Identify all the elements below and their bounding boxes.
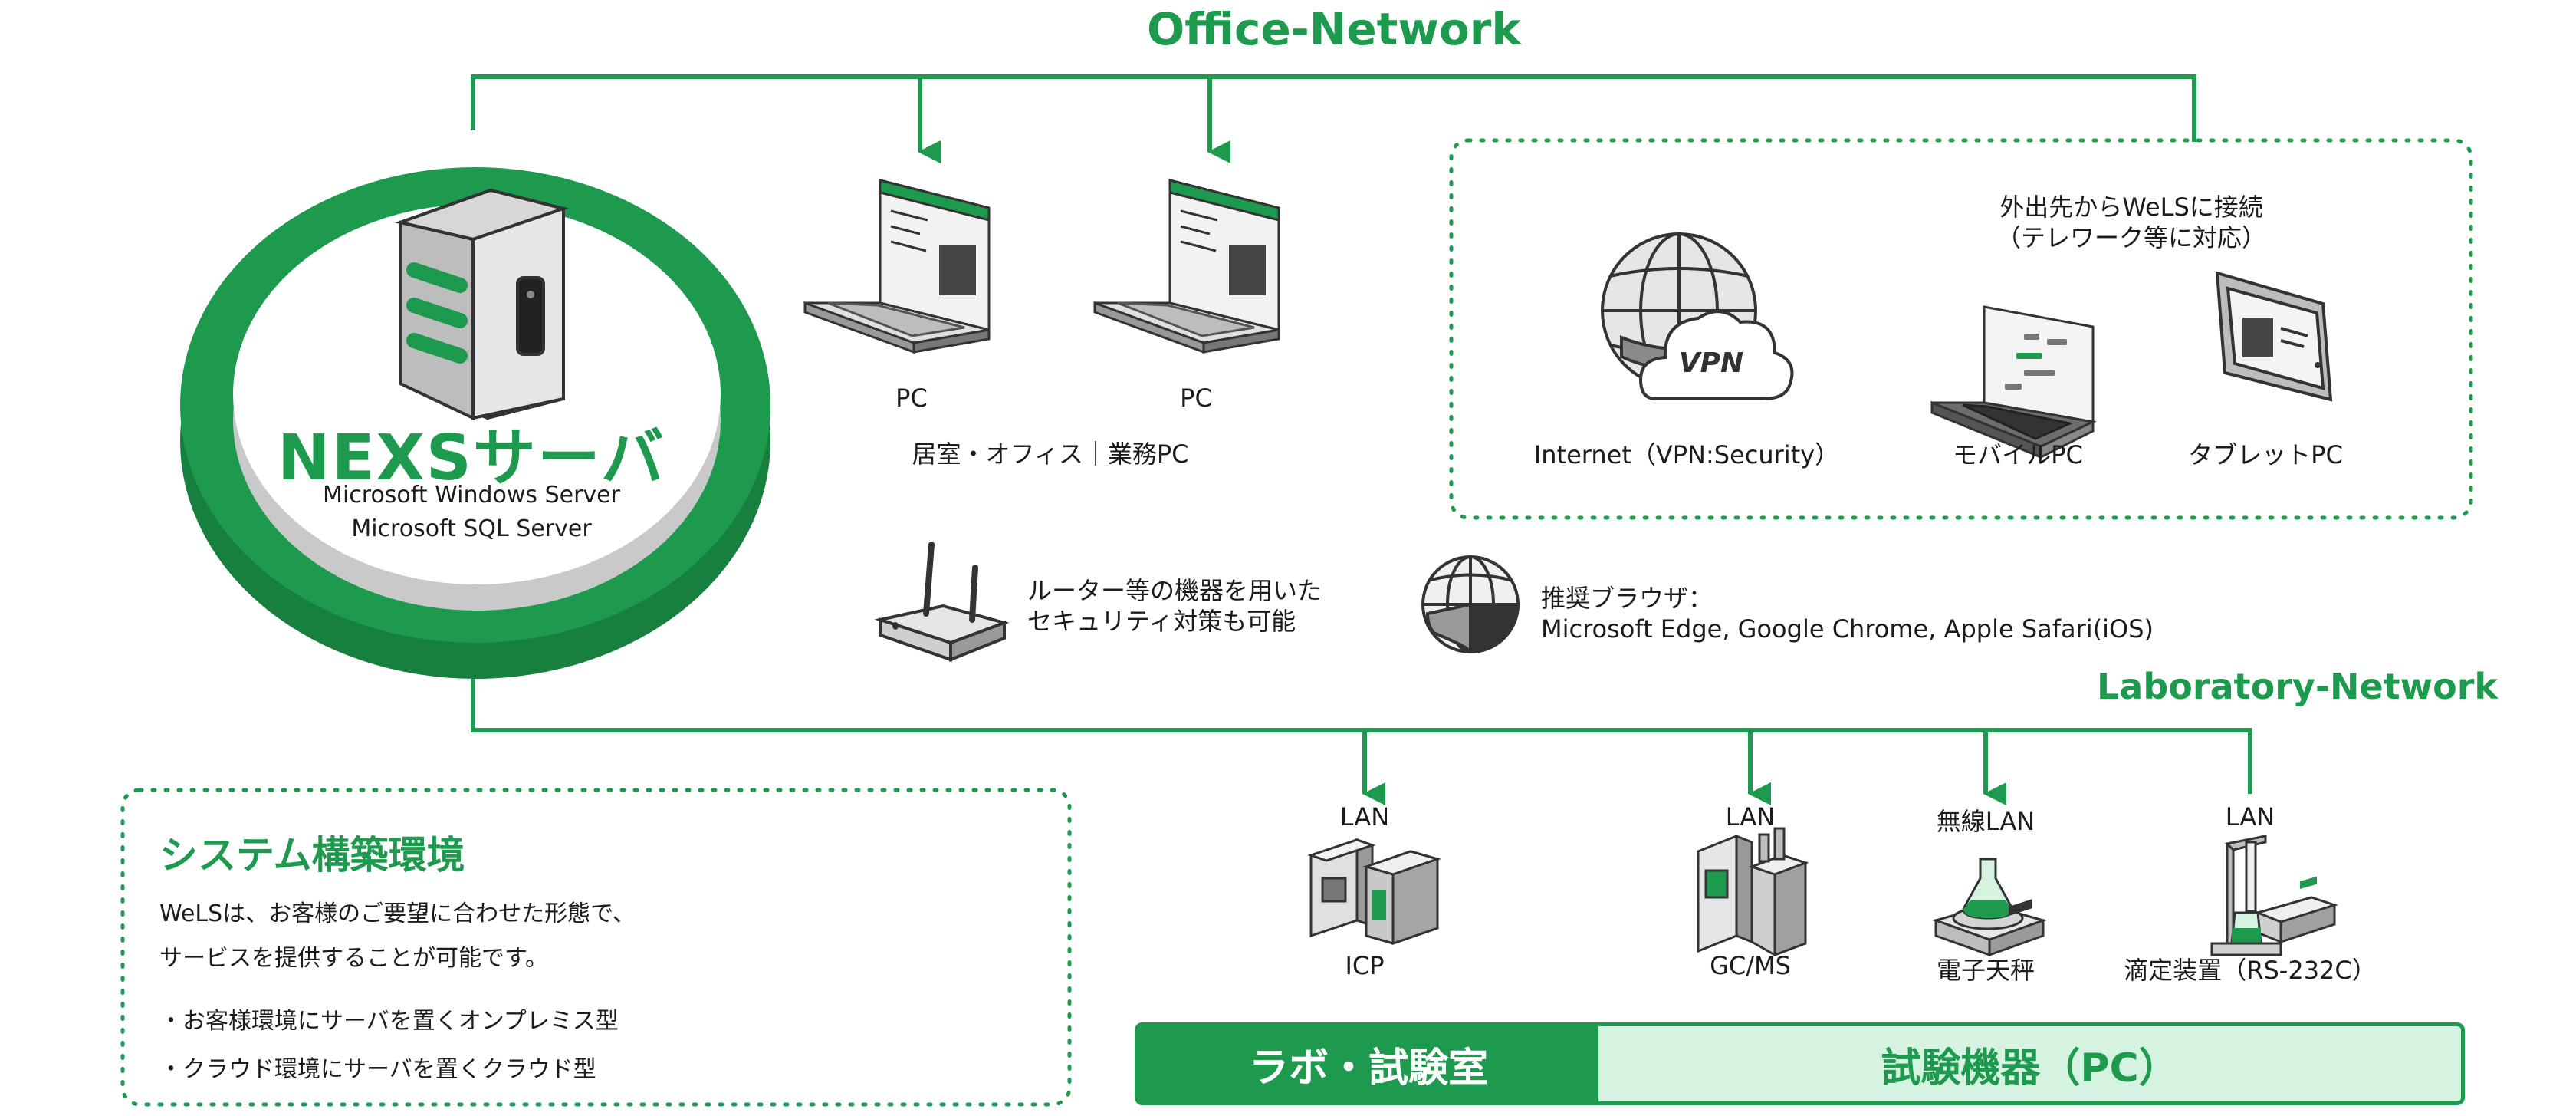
remote-caption-2: （テレワーク等に対応）: [1996, 223, 2267, 252]
lab-bar-right: 試験機器（PC）: [1598, 1026, 2461, 1101]
internet-label: Internet（VPN:Security）: [1533, 440, 1840, 469]
vpn-text: VPN: [1679, 347, 1743, 379]
server-os: Microsoft Windows Server: [323, 482, 620, 509]
router-note-1: ルーター等の機器を用いた: [1027, 576, 1322, 605]
router-icon: [874, 542, 1010, 662]
icp-label: ICP: [1345, 951, 1385, 980]
server-tower-icon: [394, 188, 570, 421]
server-title: NEXSサーバ: [277, 422, 666, 495]
gcms-connection: LAN: [1725, 802, 1776, 831]
lab-network-title: Laboratory-Network: [2097, 666, 2499, 707]
office-network-lines: [471, 74, 2196, 163]
server-db: Microsoft SQL Server: [351, 515, 592, 542]
office-laptop-2-icon: [1093, 179, 1280, 354]
remote-caption-1: 外出先からWeLSに接続: [1999, 193, 2263, 222]
titrator-instrument-icon: [2210, 835, 2338, 956]
lab-network-lines: [471, 675, 2252, 805]
office-laptop-1-icon: [803, 179, 991, 354]
gcms-label: GC/MS: [1710, 951, 1791, 980]
browser-note-2: Microsoft Edge, Google Chrome, Apple Saf…: [1541, 614, 2154, 644]
system-box-title: システム構築環境: [159, 833, 465, 877]
browser-globe-icon: [1421, 555, 1520, 654]
system-box-bullet-2: ・クラウド環境にサーバを置くクラウド型: [159, 1056, 596, 1083]
icp-instrument-icon: [1307, 838, 1441, 946]
office-pc-1-label: PC: [895, 384, 928, 413]
balance-connection: 無線LAN: [1936, 807, 2036, 836]
system-box-bullet-1: ・お客様環境にサーバを置くオンプレミス型: [159, 1008, 619, 1035]
vpn-cloud-icon: VPN: [1638, 310, 1794, 400]
office-network-title: Office-Network: [1147, 3, 1521, 55]
system-box-desc-1: WeLSは、お客様のご要望に合わせた形態で、: [159, 900, 636, 927]
browser-note-1: 推奨ブラウザ：: [1541, 584, 1714, 613]
system-box-desc-2: サービスを提供することが可能です。: [159, 945, 548, 972]
office-pc-2-label: PC: [1180, 384, 1212, 413]
mobile-laptop-icon: [1930, 305, 2097, 459]
router-note-2: セキュリティ対策も可能: [1027, 607, 1296, 636]
remote-access-box: [1449, 138, 2473, 520]
gcms-instrument-icon: [1697, 827, 1809, 957]
lab-bar: ラボ・試験室 試験機器（PC）: [1135, 1022, 2465, 1105]
tablet-pc-label: タブレットPC: [2188, 440, 2343, 469]
tablet-icon: [2215, 271, 2333, 402]
system-environment-box: [120, 788, 1072, 1107]
balance-label: 電子天秤: [1936, 956, 2036, 985]
titrator-label: 滴定装置（RS-232C）: [2124, 956, 2377, 985]
balance-instrument-icon: [1932, 858, 2047, 957]
mobile-pc-label: モバイルPC: [1953, 440, 2083, 469]
icp-connection: LAN: [1339, 802, 1390, 831]
titrator-connection: LAN: [2225, 802, 2275, 831]
office-pc-group-caption: 居室・オフィス｜業務PC: [912, 439, 1189, 469]
lab-bar-left: ラボ・試験室: [1138, 1026, 1598, 1101]
